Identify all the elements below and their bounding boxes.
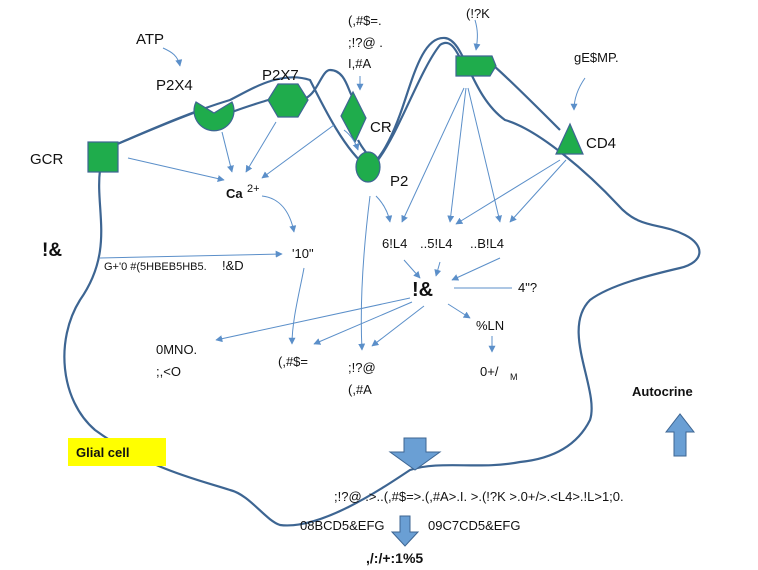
connector-p2-top — [377, 41, 461, 161]
gcr-receptor — [87, 141, 119, 173]
label-bottom-final: ,/:/+:1%5 — [366, 550, 423, 566]
arrow-top-k1 — [401, 87, 465, 223]
label-cd4: CD4 — [586, 135, 616, 152]
connector-top-cd4 — [493, 65, 561, 131]
arrow-p2-mid2 — [358, 195, 371, 351]
connector-p2x7-cr — [305, 68, 353, 99]
label-p2x4: P2X4 — [156, 77, 193, 94]
label-gcr: GCR — [30, 151, 64, 168]
cr-receptor — [340, 90, 367, 144]
label-mid2-out-1: ;!?@ — [348, 360, 376, 375]
arrow-10-mid — [288, 267, 305, 345]
arrow-center-pln — [447, 303, 471, 319]
p2x4-receptor — [193, 101, 235, 132]
label-atp: ATP — [136, 31, 164, 48]
arrow-cd4-k2 — [455, 159, 561, 225]
p2-receptor — [355, 151, 381, 183]
label-mid-out: (,#$= — [278, 354, 308, 369]
connector-gcr-p2x4 — [114, 110, 197, 147]
label-left-out-2: ;,<O — [156, 364, 181, 379]
label-out-0-sub: M — [510, 372, 518, 382]
label-autocrine: Autocrine — [632, 384, 693, 399]
arrow-cd4-k3 — [509, 159, 567, 223]
label-glial-cell: Glial cell — [76, 445, 129, 460]
arrow-center-left — [215, 297, 411, 343]
label-p2x7: P2X7 — [262, 67, 299, 84]
arrow-top-k3 — [467, 87, 502, 223]
label-out-0: 0+/ — [480, 364, 499, 379]
label-ca: Ca — [226, 186, 243, 201]
arrow-cr-ca — [261, 124, 335, 179]
label-ligand-top: (!?K — [466, 6, 490, 21]
autocrine-block-arrow — [664, 413, 696, 457]
arrow-k3-center — [451, 257, 501, 281]
label-ligand-cd4: gE$MP. — [574, 50, 619, 65]
arrow-p2x4-ca — [221, 131, 234, 173]
label-ligand-cr-2: ;!?@ . — [348, 35, 383, 50]
label-left-marker: !& — [42, 240, 62, 261]
label-ca-superscript: 2+ — [247, 183, 260, 195]
cd4-receptor — [555, 122, 584, 155]
label-pln: %LN — [476, 318, 504, 333]
label-bottom-right: 09C7CD5&EFG — [428, 518, 520, 533]
label-kinase-3: ..B!L4 — [470, 236, 504, 251]
label-mid2-out-2: (,#A — [348, 382, 372, 397]
connector-p2x4-p2x7 — [231, 98, 269, 114]
label-kinase-1: 6!L4 — [382, 236, 407, 251]
arrow-p2-k1 — [375, 195, 393, 223]
arrow-ca-10 — [261, 195, 297, 233]
label-p2: P2 — [390, 173, 408, 190]
glial-cell-badge — [68, 438, 166, 466]
label-ligand-cr-3: I,#A — [348, 56, 371, 71]
arrow-ligand-cd4 — [570, 77, 586, 111]
arrow-gcr-ca — [127, 157, 225, 183]
arrow-cr-p2 — [343, 129, 360, 151]
label-right-4: 4"? — [518, 280, 537, 295]
label-ligand-cr-1: (,#$=. — [348, 13, 382, 28]
arrow-ligand-top — [473, 19, 481, 51]
arrow-top-k2 — [447, 87, 467, 223]
arrow-p2x7-ca — [245, 121, 277, 173]
top-receptor — [455, 55, 497, 77]
arrow-atp — [162, 47, 183, 67]
label-left-out-1: 0MNO. — [156, 342, 197, 357]
label-bottom-left: 08BCD5&EFG — [300, 518, 385, 533]
label-cr: CR — [370, 119, 392, 136]
label-ten: '10" — [292, 246, 314, 261]
label-left-path: G+'0 #(5HBEB5HB5. — [104, 261, 207, 273]
label-secreted: ;!?@ .>..(,#$=>.(,#A>.I. >.(!?K >.0+/>.<… — [334, 489, 624, 504]
arrow-center-mid — [313, 301, 413, 345]
arrow-k1-center — [403, 259, 421, 279]
label-kinase-2: ..5!L4 — [420, 236, 453, 251]
arrow-left-path — [99, 250, 283, 259]
label-left-path-end: !&D — [222, 258, 244, 273]
label-center: !& — [412, 279, 433, 301]
cell-membrane — [63, 36, 701, 527]
arrow-k2-center — [434, 261, 442, 277]
secretion-block-arrow — [388, 437, 442, 471]
arrow-center-mid2 — [371, 305, 425, 347]
bottom-block-arrow — [390, 515, 420, 547]
p2x7-receptor — [267, 83, 309, 118]
